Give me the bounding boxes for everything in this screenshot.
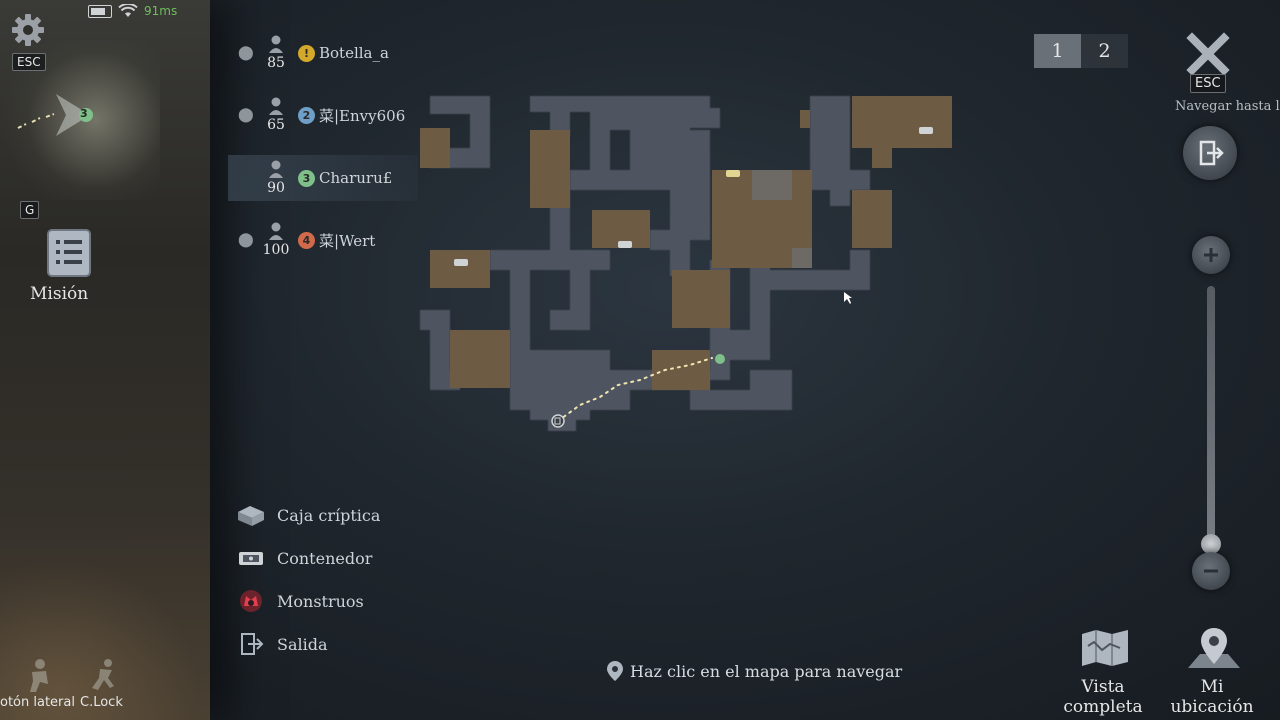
full-view-label: Vista completa xyxy=(1063,677,1143,717)
legend-exit: Salida xyxy=(236,629,328,659)
legend-crypt-box: Caja críptica xyxy=(236,500,380,530)
floor-tab-1[interactable]: 1 xyxy=(1034,34,1081,68)
player-row[interactable]: ⬤ 100 4 菜|Wert xyxy=(228,217,418,263)
player-row-selected[interactable]: ⬤ 90 3 Charuru£ xyxy=(228,155,418,201)
floor-glow xyxy=(0,560,200,720)
navigate-exit-button[interactable] xyxy=(1183,126,1237,180)
map-navigation-hint: Haz clic en el mapa para navegar xyxy=(606,660,902,682)
player-avatar-icon xyxy=(269,97,283,115)
battery-icon xyxy=(88,4,112,18)
player-score: 65 xyxy=(267,117,285,133)
my-location-label: Mi ubicación xyxy=(1170,677,1254,717)
player-name: Botella_a xyxy=(319,44,389,62)
player-score: 90 xyxy=(267,180,285,196)
player-rank-badge: 3 xyxy=(298,169,315,187)
exit-marker-icon xyxy=(551,414,565,428)
wifi-icon xyxy=(118,4,138,17)
player-name: 菜|Envy606 xyxy=(319,106,406,125)
player-name: Charuru£ xyxy=(319,169,393,187)
exit-icon xyxy=(236,631,266,657)
player-score: 85 xyxy=(267,55,285,71)
crouch-icon[interactable] xyxy=(22,658,56,698)
location-pin-icon: ⬤ xyxy=(238,45,254,61)
close-map-button[interactable] xyxy=(1186,32,1230,80)
gear-icon xyxy=(12,14,44,46)
floor-tabs: 1 2 xyxy=(1034,34,1128,68)
container-icon xyxy=(236,545,266,571)
camera-lock-label: C.Lock xyxy=(80,695,123,710)
player-score: 100 xyxy=(262,242,290,258)
g-key-badge: G xyxy=(20,201,40,219)
player-rank-badge: ! xyxy=(298,44,315,62)
legend-container: Contenedor xyxy=(236,543,372,573)
player-rank-badge: 2 xyxy=(298,106,315,124)
crypt-box-icon xyxy=(236,502,266,528)
hint-text: Haz clic en el mapa para navegar xyxy=(630,661,903,681)
player-row[interactable]: ⬤ 85 ! Botella_a xyxy=(228,30,418,76)
player-row[interactable]: ⬤ 65 2 菜|Envy606 xyxy=(228,92,418,138)
plus-icon xyxy=(1204,248,1218,262)
teammate-rank-badge: 3 xyxy=(80,107,88,120)
legend-label: Monstruos xyxy=(277,591,364,611)
legend-label: Salida xyxy=(277,634,328,654)
map-icon xyxy=(1082,630,1128,666)
run-icon[interactable] xyxy=(86,658,120,698)
settings-button[interactable] xyxy=(10,12,46,52)
player-avatar-icon xyxy=(269,160,283,178)
floor-tab-2[interactable]: 2 xyxy=(1098,40,1111,62)
close-icon xyxy=(1186,32,1230,76)
zoom-out-button[interactable] xyxy=(1192,552,1230,590)
legend-label: Caja críptica xyxy=(277,505,381,525)
zoom-slider-track[interactable] xyxy=(1207,286,1215,544)
minus-icon xyxy=(1204,569,1218,573)
close-esc-key-badge: ESC xyxy=(1190,74,1226,93)
player-rank-badge: 4 xyxy=(298,231,315,249)
zoom-slider-handle[interactable] xyxy=(1201,534,1221,554)
esc-key-badge: ESC xyxy=(12,53,46,71)
exit-door-icon xyxy=(1199,140,1224,166)
navigate-to-label: Navegar hasta la xyxy=(1175,99,1280,114)
side-button-label: otón lateral xyxy=(0,695,75,710)
cursor-icon xyxy=(844,292,852,304)
legend-label: Contenedor xyxy=(277,548,373,568)
legend-monster: Monstruos xyxy=(236,586,364,616)
player-position-icon xyxy=(715,354,725,364)
mission-list-icon xyxy=(47,229,91,277)
my-location-button[interactable] xyxy=(1184,624,1244,680)
my-location-icon xyxy=(1188,628,1240,668)
location-pin-icon xyxy=(607,661,623,681)
container-marker-icons xyxy=(454,127,933,266)
teammate-direction-indicator xyxy=(14,90,104,144)
map-room-texture xyxy=(752,170,812,268)
mission-label: Misión xyxy=(30,284,89,304)
zoom-in-button[interactable] xyxy=(1192,236,1230,274)
player-avatar-icon xyxy=(269,222,283,240)
location-pin-icon: ⬤ xyxy=(238,232,254,248)
ping-text: 91ms xyxy=(144,4,178,18)
mission-button[interactable] xyxy=(44,226,94,284)
navigation-path xyxy=(557,357,713,422)
direction-arrow-icon xyxy=(17,94,93,136)
status-bar: 91ms xyxy=(88,4,177,18)
player-name: 菜|Wert xyxy=(319,231,376,250)
location-pin-icon: ⬤ xyxy=(238,107,254,123)
full-view-button[interactable] xyxy=(1078,626,1132,674)
monster-icon xyxy=(236,588,266,614)
player-avatar-icon xyxy=(269,35,283,53)
